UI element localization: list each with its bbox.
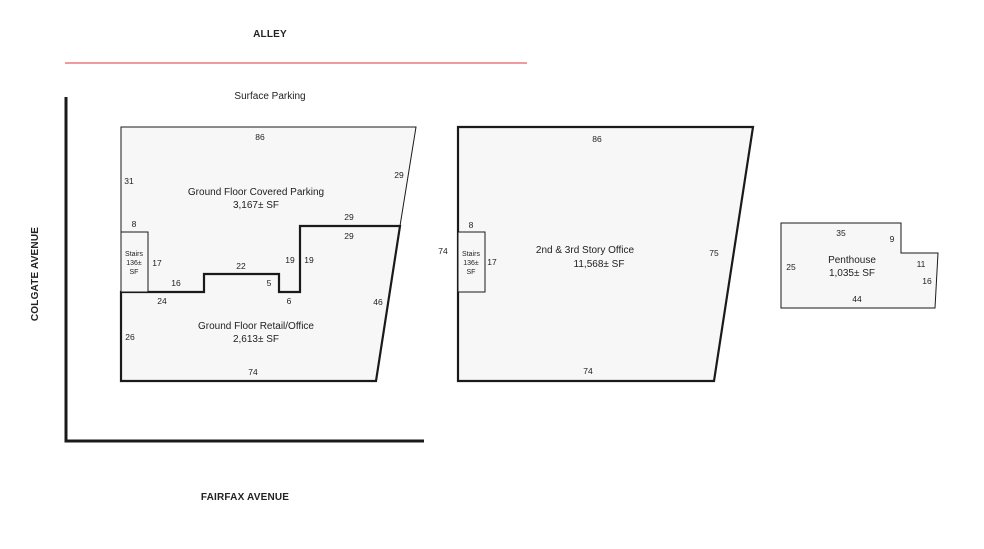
colgate-avenue-label: COLGATE AVENUE — [30, 227, 41, 321]
site-boundary — [64, 97, 424, 443]
office-title: 2nd & 3rd Story Office — [536, 245, 635, 256]
dim-office-left: 74 — [438, 246, 448, 256]
dim-ground-riser-right: 19 — [304, 255, 314, 265]
retail-office-outline — [119, 224, 402, 383]
dim-ground-base-left: 24 — [157, 296, 167, 306]
dim-office-top: 86 — [592, 134, 602, 144]
ground-floor-plan: Ground Floor Covered Parking 3,167± SF G… — [119, 126, 417, 383]
office-floor-plan: 2nd & 3rd Story Office 11,568± SF Stairs… — [438, 125, 755, 383]
parking-sf: 3,167± SF — [233, 200, 279, 211]
alley-label: ALLEY — [253, 29, 287, 40]
office-stairs-box — [457, 231, 486, 293]
office-outline — [456, 125, 755, 383]
dim-ground-notch-top: 22 — [236, 261, 246, 271]
dim-penthouse-left: 25 — [786, 262, 796, 272]
dim-penthouse-notch-vertical: 9 — [890, 234, 895, 244]
ground-stairs-name: Stairs — [125, 251, 143, 258]
dim-ground-notch-left: 16 — [171, 278, 181, 288]
penthouse-outline — [780, 222, 939, 309]
dim-ground-top: 86 — [255, 132, 265, 142]
dim-penthouse-notch-horizontal: 11 — [917, 259, 926, 269]
dim-ground-stairs-top: 8 — [132, 219, 137, 229]
dim-office-bottom: 74 — [583, 366, 593, 376]
dim-ground-right-lower: 46 — [373, 297, 383, 307]
dim-ground-notch-drop: 5 — [267, 278, 272, 288]
office-sf: 11,568± SF — [574, 259, 625, 270]
ground-stairs-box — [120, 231, 149, 293]
ground-stairs-sf-number: 136± — [126, 260, 142, 267]
dim-ground-step-bottom: 29 — [344, 231, 354, 241]
dim-ground-stairs-right: 17 — [152, 258, 162, 268]
dim-ground-left-upper: 31 — [124, 176, 134, 186]
retail-title: Ground Floor Retail/Office — [198, 321, 314, 332]
dim-ground-left-lower: 26 — [125, 332, 135, 342]
ground-stairs-sf-unit: SF — [130, 269, 139, 276]
surface-parking-label: Surface Parking — [234, 91, 305, 102]
dim-ground-riser-left: 19 — [285, 255, 295, 265]
dim-office-stairs-right: 17 — [487, 257, 497, 267]
dim-office-right: 75 — [709, 248, 719, 258]
penthouse-title: Penthouse — [828, 255, 876, 266]
fairfax-avenue-label: FAIRFAX AVENUE — [201, 492, 289, 503]
dim-penthouse-right: 16 — [922, 276, 932, 286]
dim-ground-step-top: 29 — [344, 212, 354, 222]
dim-ground-bottom: 74 — [248, 367, 258, 377]
parking-title: Ground Floor Covered Parking — [188, 187, 324, 198]
penthouse-sf: 1,035± SF — [829, 268, 875, 279]
penthouse-plan: Penthouse 1,035± SF 35 9 25 11 16 44 — [780, 222, 939, 309]
dim-office-stairs-top: 8 — [469, 220, 474, 230]
dim-ground-base-step: 6 — [287, 296, 292, 306]
dim-penthouse-top: 35 — [836, 228, 846, 238]
office-stairs-name: Stairs — [462, 251, 480, 258]
office-stairs-sf-number: 136± — [463, 260, 479, 267]
retail-sf: 2,613± SF — [233, 334, 279, 345]
dim-penthouse-bottom: 44 — [852, 294, 862, 304]
dim-ground-right-upper: 29 — [394, 170, 404, 180]
office-stairs-sf-unit: SF — [467, 269, 476, 276]
